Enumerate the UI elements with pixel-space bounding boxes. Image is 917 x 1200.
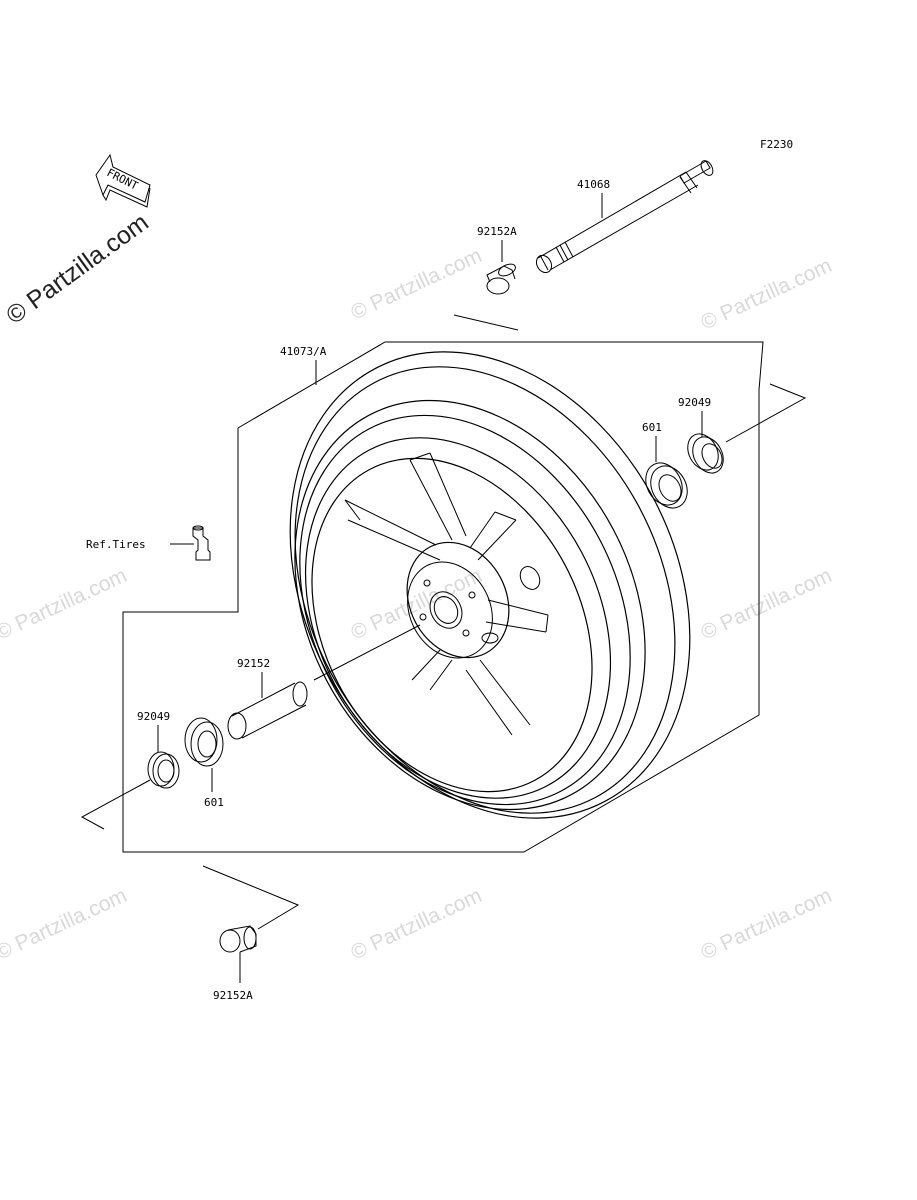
axle: [535, 160, 714, 274]
seal-left: [147, 751, 180, 789]
watermark-logo: © Partzilla.com: [1, 208, 154, 330]
part-label-valve: Ref.Tires: [86, 538, 146, 551]
part-label-seal-left: 92049: [137, 710, 170, 723]
bearing-right: [645, 462, 688, 509]
watermark: © Partzilla.com: [697, 564, 835, 645]
part-label-collar-bottom: 92152A: [213, 989, 253, 1002]
part-label-wheel: 41073/A: [280, 345, 327, 358]
part-label-collar-top: 92152A: [477, 225, 517, 238]
watermarks: © Partzilla.com © Partzilla.com © Partzi…: [0, 208, 835, 964]
watermark: © Partzilla.com: [697, 884, 835, 965]
front-arrow-icon: FRONT: [95, 153, 151, 208]
watermark: © Partzilla.com: [347, 884, 485, 965]
wheel-spokes: [344, 452, 549, 736]
collar-bottom: [219, 925, 257, 953]
collar-top: [486, 263, 516, 295]
diagram-code: F2230: [760, 138, 793, 151]
bearing-left: [184, 717, 224, 767]
spacer: [227, 681, 308, 740]
watermark: © Partzilla.com: [697, 254, 835, 335]
watermark: © Partzilla.com: [347, 244, 485, 325]
part-label-bearing-right: 601: [642, 421, 662, 434]
front-label: FRONT: [105, 166, 141, 193]
part-label-spacer: 92152: [237, 657, 270, 670]
part-label-seal-right: 92049: [678, 396, 711, 409]
seal-right: [687, 433, 724, 474]
part-label-bearing-left: 601: [204, 796, 224, 809]
wheel-hub: [406, 541, 541, 659]
valve-stem: [192, 525, 211, 561]
wheel-rim: [289, 351, 691, 819]
part-label-axle: 41068: [577, 178, 610, 191]
watermark: © Partzilla.com: [0, 884, 130, 965]
watermark: © Partzilla.com: [0, 564, 130, 645]
